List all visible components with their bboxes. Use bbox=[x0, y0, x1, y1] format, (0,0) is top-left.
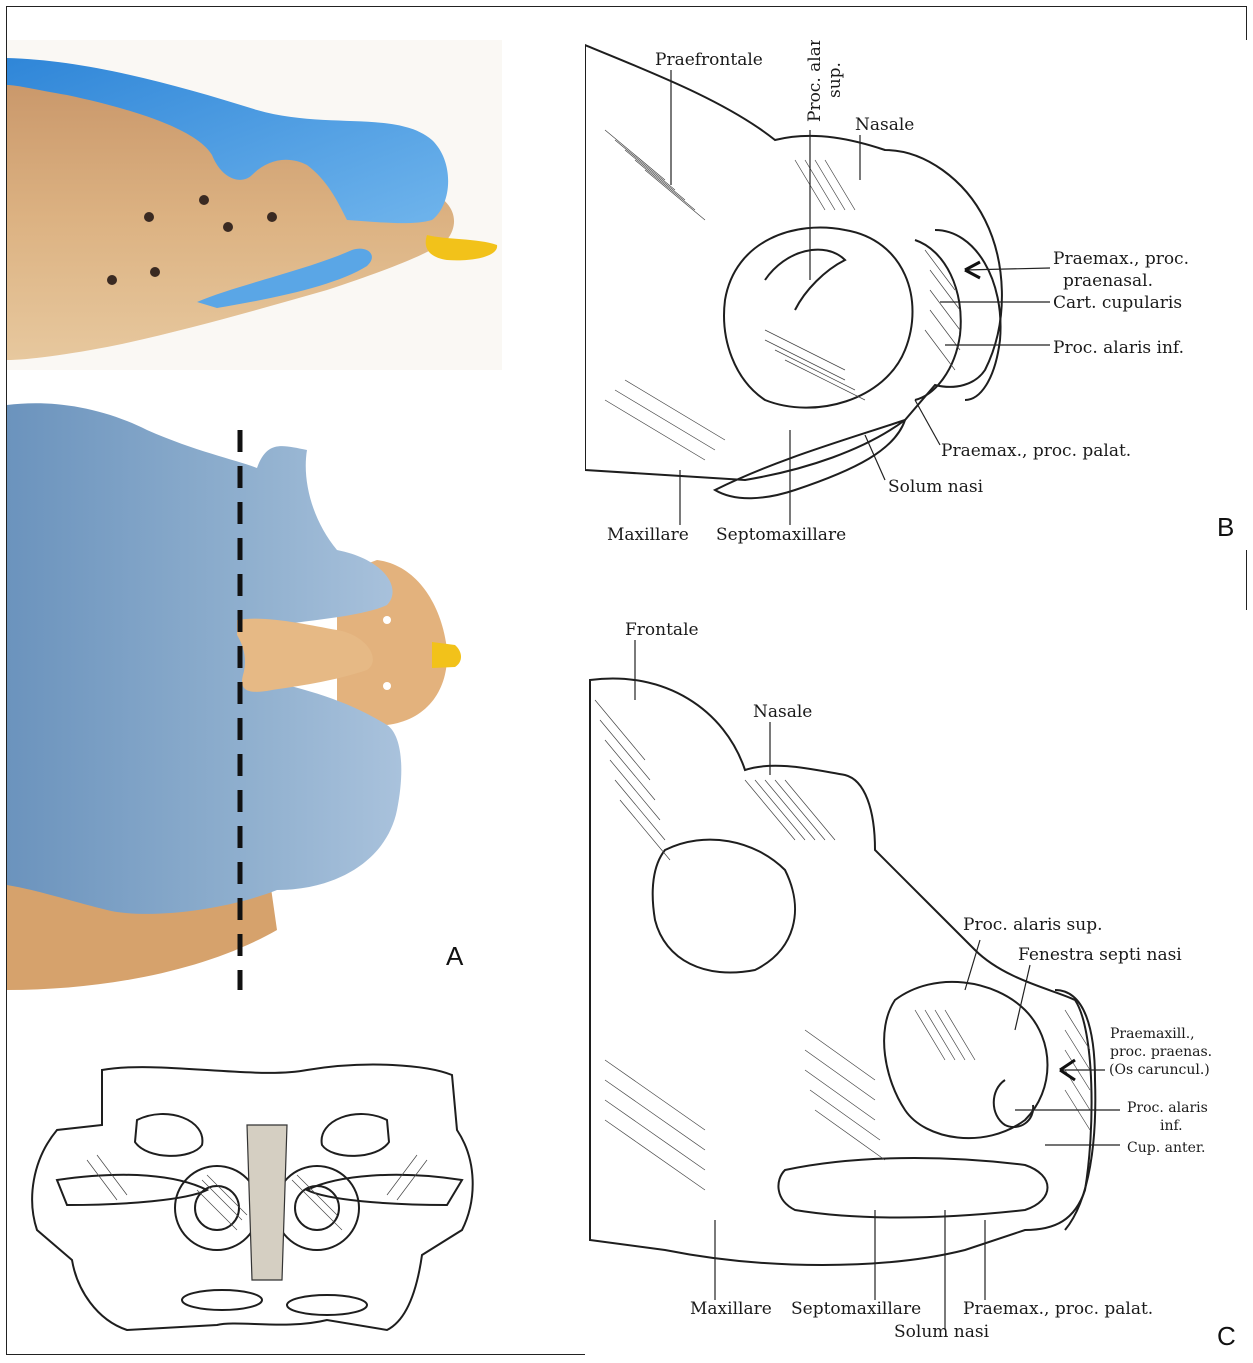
proc-alaris-sup2-label: sup. bbox=[825, 62, 845, 98]
proc-alaris-sup-label: Proc. alaris bbox=[805, 40, 825, 122]
cart-cupularis-label: Cart. cupularis bbox=[1053, 293, 1182, 313]
septomaxillare-label: Septomaxillare bbox=[716, 525, 846, 545]
maxillare-label: Maxillare bbox=[690, 1299, 772, 1319]
praemax-palat-label: Praemax., proc. palat. bbox=[963, 1299, 1153, 1319]
letter-label: C bbox=[1217, 1321, 1236, 1351]
panel-a-lateral-view bbox=[7, 40, 502, 370]
os-caruncul-label: (Os caruncul.) bbox=[1109, 1062, 1210, 1078]
praenasal-label: praenasal. bbox=[1063, 271, 1153, 291]
solum-nasi-label: Solum nasi bbox=[894, 1322, 990, 1342]
praemax-proc-label: Praemax., proc. bbox=[1053, 249, 1189, 269]
maxillare-label: Maxillare bbox=[607, 525, 689, 545]
panel-a-dorsal-view bbox=[7, 390, 502, 995]
panel-b-engraving: Praefrontale Proc. alaris sup. Nasale Pr… bbox=[585, 40, 1250, 550]
letter-label: B bbox=[1217, 512, 1234, 542]
praemax-palat-label: Praemax., proc. palat. bbox=[941, 441, 1131, 461]
nasale-label: Nasale bbox=[855, 115, 914, 135]
inf-label: inf. bbox=[1160, 1118, 1183, 1134]
proc-alaris-sup-label: Proc. alaris sup. bbox=[963, 915, 1103, 935]
proc-alaris-inf-label: Proc. alaris inf. bbox=[1053, 338, 1184, 358]
praefrontale-label: Praefrontale bbox=[655, 50, 763, 70]
letter-label: A bbox=[446, 941, 464, 971]
fenestra-label: Fenestra septi nasi bbox=[1018, 945, 1182, 965]
panel-a-letter: A bbox=[440, 935, 480, 975]
solum-nasi-label: Solum nasi bbox=[888, 477, 984, 497]
nasale-label: Nasale bbox=[753, 702, 812, 722]
cup-anter-label: Cup. anter. bbox=[1127, 1140, 1205, 1156]
proc-praenas-label: proc. praenas. bbox=[1110, 1044, 1212, 1060]
proc-alaris-label: Proc. alaris bbox=[1127, 1100, 1208, 1116]
praemaxill-label: Praemaxill., bbox=[1110, 1026, 1195, 1042]
septomaxillare-label: Septomaxillare bbox=[791, 1299, 921, 1319]
panel-a-cross-section bbox=[7, 1030, 502, 1350]
section-septum bbox=[247, 1125, 287, 1280]
panel-c-engraving: Frontale Nasale Proc. alaris sup. Fenest… bbox=[585, 610, 1250, 1355]
frontale-label: Frontale bbox=[625, 620, 699, 640]
